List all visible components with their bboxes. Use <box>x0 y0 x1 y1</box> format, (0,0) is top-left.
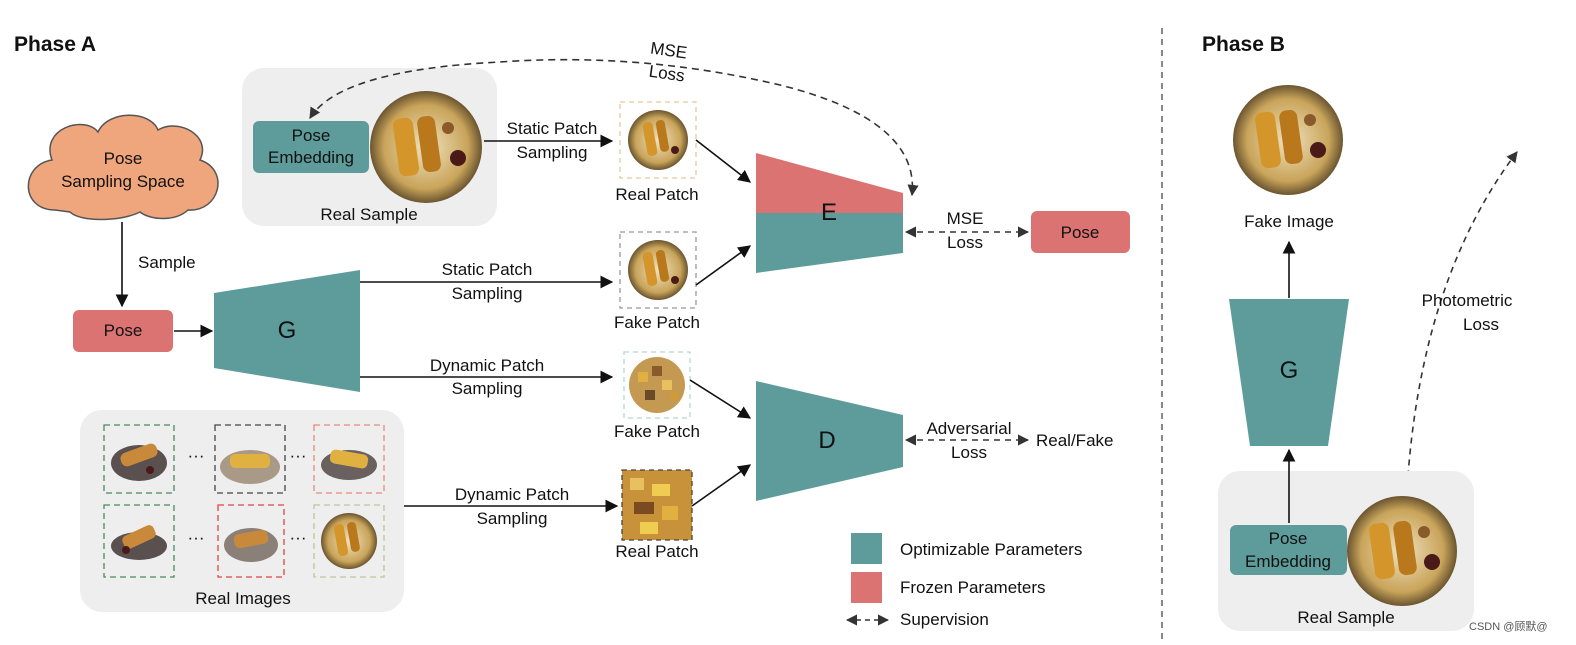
static-sampling-g-line2: Sampling <box>452 284 523 303</box>
adversarial-loss-line2: Loss <box>951 443 987 462</box>
fake-patch-to-d-arrow <box>689 379 752 419</box>
encoder-e-label: E <box>821 199 837 226</box>
photometric-loss-line2: Loss <box>1463 315 1499 334</box>
real-patch-bottom-caption: Real Patch <box>615 542 698 561</box>
real-patch-top-caption: Real Patch <box>615 185 698 204</box>
dynamic-sampling-g-line2: Sampling <box>452 379 523 398</box>
fake-image-food <box>1233 85 1343 195</box>
fake-patch-to-e-arrow <box>695 245 752 286</box>
real-patch-to-e-arrow <box>695 139 752 183</box>
real-image-thumb-6 <box>313 504 385 578</box>
static-sampling-top-line1: Static Patch <box>507 119 598 138</box>
legend-frozen-swatch <box>851 572 882 603</box>
fake-patch-2-caption: Fake Patch <box>614 422 700 441</box>
ellipsis-1: ··· <box>188 446 205 465</box>
real-sample-caption: Real Sample <box>320 205 417 224</box>
sample-label: Sample <box>138 253 196 272</box>
real-image-thumb-4 <box>103 504 175 578</box>
phase-b-generator-g <box>1229 299 1349 446</box>
watermark: CSDN @顾默@ <box>1469 620 1548 633</box>
photometric-loss-arc <box>1402 151 1518 492</box>
real-sample-food-image <box>370 91 482 203</box>
discriminator-d <box>756 381 903 501</box>
real-image-thumb-2 <box>214 424 286 494</box>
real-image-thumb-5 <box>217 504 285 578</box>
phase-a-title: Phase A <box>14 33 96 56</box>
encoder-optimizable-part <box>756 213 903 273</box>
mse-loss-top-line1: MSE <box>649 39 688 63</box>
phase-b-pose-embedding-line2: Embedding <box>1245 552 1331 571</box>
phase-b-pose-embedding-box <box>1230 525 1347 575</box>
fake-patch-2 <box>623 351 691 419</box>
adversarial-loss-line1: Adversarial <box>926 419 1011 438</box>
dynamic-sampling-real-line1: Dynamic Patch <box>455 485 569 504</box>
static-sampling-g-line1: Static Patch <box>442 260 533 279</box>
pose-embedding-line1: Pose <box>292 126 331 145</box>
phase-b-generator-g-label: G <box>1280 357 1299 384</box>
pose-embedding-line2: Embedding <box>268 148 354 167</box>
legend-frozen-label: Frozen Parameters <box>900 578 1046 597</box>
real-patch-bottom <box>621 469 693 541</box>
legend-optimizable-label: Optimizable Parameters <box>900 540 1082 559</box>
ellipsis-3: ··· <box>188 528 205 547</box>
fake-patch-1 <box>619 231 697 309</box>
phase-b-real-sample-food <box>1347 496 1457 606</box>
phase-b-pose-embedding-line1: Pose <box>1269 529 1308 548</box>
phase-b-title: Phase B <box>1202 33 1285 56</box>
encoder-frozen-part <box>756 153 903 213</box>
mse-loss-right-line2: Loss <box>947 233 983 252</box>
mse-loss-right-line1: MSE <box>947 209 984 228</box>
fake-image-caption: Fake Image <box>1244 212 1334 231</box>
real-images-caption: Real Images <box>195 589 290 608</box>
legend-supervision-label: Supervision <box>900 610 989 629</box>
ellipsis-4: ··· <box>290 528 307 547</box>
real-fake-label: Real/Fake <box>1036 431 1113 450</box>
pose-output-box <box>1031 211 1130 253</box>
real-patch-to-d-arrow <box>691 464 752 507</box>
pose-sampling-space-cloud <box>27 114 219 221</box>
real-patch-top <box>619 101 697 179</box>
pose-output-label: Pose <box>1061 223 1100 242</box>
pose-input-box <box>73 310 173 352</box>
dynamic-sampling-real-line2: Sampling <box>477 509 548 528</box>
mse-loss-arc <box>309 58 919 197</box>
discriminator-d-label: D <box>818 427 835 454</box>
cloud-line1: Pose <box>104 149 143 168</box>
pose-input-label: Pose <box>104 321 143 340</box>
mse-loss-top-line2: Loss <box>648 62 686 86</box>
fake-patch-1-caption: Fake Patch <box>614 313 700 332</box>
static-sampling-top-line2: Sampling <box>517 143 588 162</box>
real-image-thumb-3 <box>313 424 385 494</box>
dynamic-sampling-g-line1: Dynamic Patch <box>430 356 544 375</box>
legend-optimizable-swatch <box>851 533 882 564</box>
phase-b-real-sample-caption: Real Sample <box>1297 608 1394 627</box>
real-images-panel <box>80 410 404 612</box>
real-image-thumb-1 <box>103 424 175 494</box>
photometric-loss-line1: Photometric <box>1422 291 1513 310</box>
cloud-line2: Sampling Space <box>61 172 185 191</box>
ellipsis-2: ··· <box>290 446 307 465</box>
generator-g-label: G <box>278 317 297 344</box>
generator-g <box>214 270 360 392</box>
